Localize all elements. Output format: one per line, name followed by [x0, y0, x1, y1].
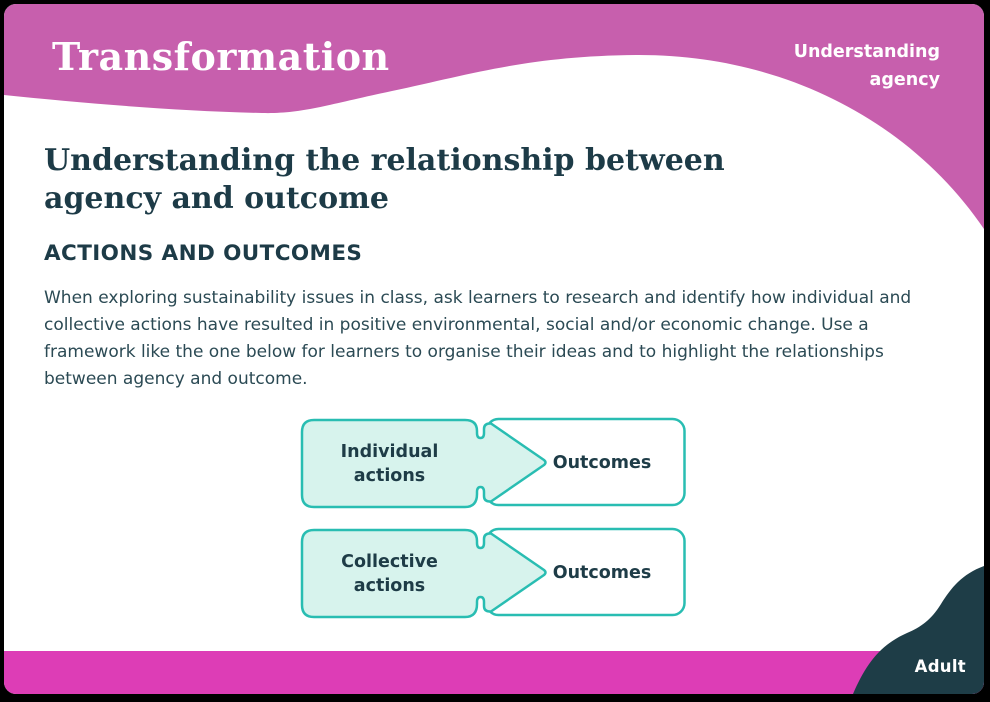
outcome-label: Outcomes [552, 562, 652, 583]
outcome-label: Outcomes [552, 452, 652, 473]
slide: Transformation Understanding agency Unde… [4, 4, 984, 694]
action-box-with-arrow [300, 418, 547, 509]
corner-blob-path [853, 566, 984, 694]
header-topic: Understanding agency [793, 42, 940, 90]
body-paragraph: When exploring sustainability issues in … [44, 288, 912, 389]
page-title: Understanding the relationship between a… [44, 143, 725, 216]
footer-bar [4, 651, 984, 694]
audience-badge: Adult [914, 657, 966, 676]
header-wave-path [4, 4, 984, 229]
action-box-with-arrow [300, 528, 547, 619]
section-heading: ACTIONS AND OUTCOMES [44, 241, 363, 266]
action-label: Individual actions [340, 441, 439, 486]
diagram-row-collective [300, 527, 686, 619]
footer-corner-shape [853, 566, 984, 694]
diagram-row-individual [300, 417, 686, 509]
header-wave-shape [4, 4, 984, 229]
brand-title: Transformation [52, 34, 390, 79]
action-label: Collective actions [341, 551, 438, 596]
